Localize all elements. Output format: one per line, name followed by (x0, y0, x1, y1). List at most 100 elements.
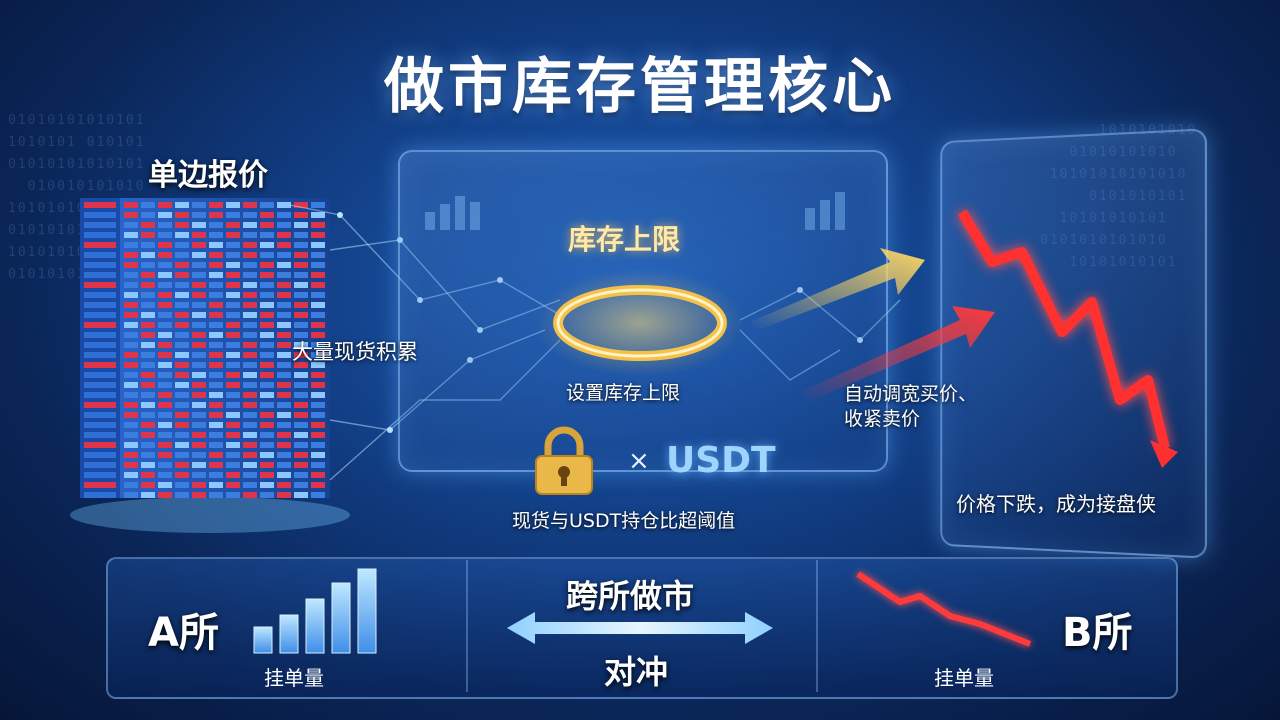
rack-cell (243, 362, 257, 368)
rack-side-cell (84, 372, 116, 378)
rack-side-cell (84, 422, 116, 428)
rack-cell (311, 302, 325, 308)
rack-side-cell (84, 472, 116, 478)
rack-cell (175, 492, 189, 498)
rack-side-cell (84, 302, 116, 308)
rack-cell (175, 282, 189, 288)
rack-cell (158, 452, 172, 458)
rack-cell (124, 262, 138, 268)
rack-cell (243, 352, 257, 358)
rack-cell (141, 372, 155, 378)
rack-cell (277, 372, 291, 378)
rack-cell (141, 332, 155, 338)
rack-cell (311, 222, 325, 228)
rack-cell (141, 342, 155, 348)
rack-cell (124, 482, 138, 488)
rack-cell (311, 232, 325, 238)
rack-cell (209, 442, 223, 448)
rack-cell (311, 312, 325, 318)
rack-cell (294, 262, 308, 268)
rack-cell (141, 232, 155, 238)
rack-cell (226, 482, 240, 488)
rack-side-cell (84, 442, 116, 448)
rack-cell (158, 312, 172, 318)
rack-side-cell (84, 352, 116, 358)
rack-cell (243, 282, 257, 288)
rack-cell (311, 392, 325, 398)
rack-cell (311, 342, 325, 348)
rack-cell (209, 392, 223, 398)
rack-cell (192, 472, 206, 478)
rack-side-cell (84, 412, 116, 418)
rack-cell (158, 352, 172, 358)
rack-cell (277, 292, 291, 298)
rack-cell (226, 452, 240, 458)
rack-cell (260, 202, 274, 208)
rack-cell (243, 312, 257, 318)
rack-cell (294, 322, 308, 328)
rack-cell (209, 242, 223, 248)
rack-cell (209, 472, 223, 478)
rack-cell (260, 402, 274, 408)
rack-side-cell (84, 282, 116, 288)
mini-bar-chart-icon (425, 196, 480, 230)
rack-cell (158, 332, 172, 338)
rack-cell (158, 212, 172, 218)
rack-cell (124, 392, 138, 398)
rack-cell (192, 282, 206, 288)
rack-cell (260, 482, 274, 488)
rack-cell (209, 302, 223, 308)
rack-cell (277, 442, 291, 448)
rack-cell (209, 492, 223, 498)
rack-cell (158, 342, 172, 348)
rack-cell (192, 432, 206, 438)
rack-cell (243, 252, 257, 258)
rack-cell (158, 442, 172, 448)
rack-cell (311, 462, 325, 468)
rack-cell (243, 272, 257, 278)
rack-cell (175, 352, 189, 358)
rack-cell (141, 362, 155, 368)
rack-cell (260, 382, 274, 388)
spot-accumulation-label: 大量现货积累 (292, 340, 418, 364)
rack-cell (260, 222, 274, 228)
rack-cell (141, 262, 155, 268)
rack-cell (294, 222, 308, 228)
rack-cell (260, 272, 274, 278)
rack-cell (226, 222, 240, 228)
rack-cell (124, 302, 138, 308)
rack-cell (243, 262, 257, 268)
rack-cell (175, 212, 189, 218)
rack-cell (226, 402, 240, 408)
rack-cell (141, 492, 155, 498)
usdt-label: USDT (666, 440, 776, 481)
rack-cell (141, 382, 155, 388)
rack-cell (192, 362, 206, 368)
rack-cell (175, 412, 189, 418)
rack-cell (277, 202, 291, 208)
rack-cell (175, 402, 189, 408)
rack-cell (226, 382, 240, 388)
rack-cell (141, 252, 155, 258)
rack-cell (260, 252, 274, 258)
rack-cell (277, 272, 291, 278)
rack-cell (124, 282, 138, 288)
rack-cell (124, 382, 138, 388)
rack-cell (311, 472, 325, 478)
rack-cell (294, 412, 308, 418)
rack-cell (243, 452, 257, 458)
rack-cell (311, 412, 325, 418)
rack-cell (209, 322, 223, 328)
divider (816, 560, 818, 692)
rack-cell (124, 332, 138, 338)
rack-side-cell (84, 242, 116, 248)
rack-cell (294, 212, 308, 218)
rack-cell (175, 332, 189, 338)
rack-cell (175, 322, 189, 328)
rack-cell (124, 362, 138, 368)
rack-cell (277, 242, 291, 248)
rack-cell (124, 232, 138, 238)
rack-cell (175, 372, 189, 378)
rack-cell (243, 302, 257, 308)
rack-cell (141, 242, 155, 248)
